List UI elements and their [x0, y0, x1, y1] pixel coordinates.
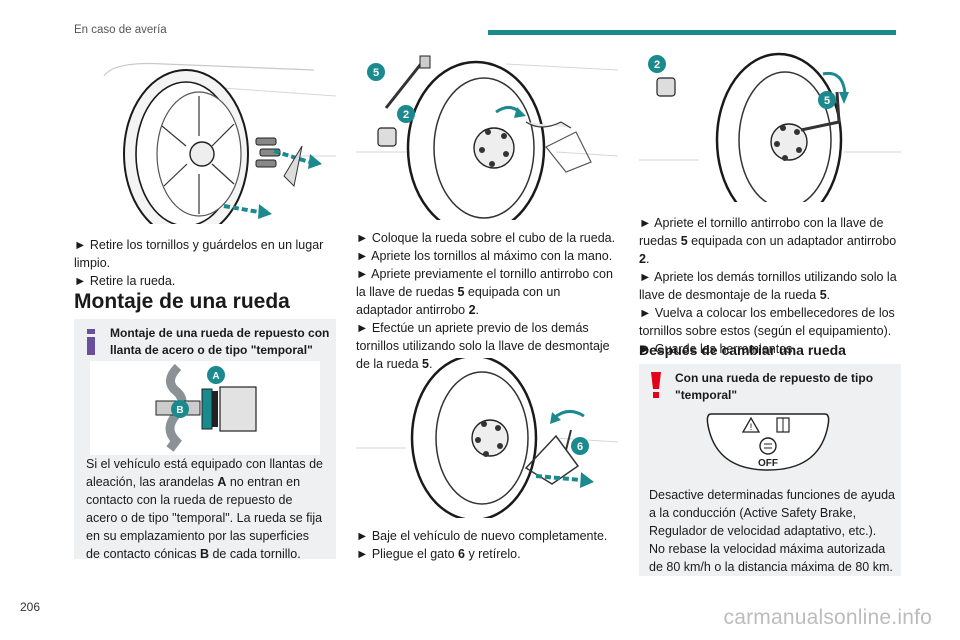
step-text: ► Retire la rueda. [74, 274, 176, 288]
callout-b: B [176, 405, 183, 416]
figure-tighten-bolts: 2 5 [639, 52, 901, 202]
step-text: ► Baje el vehículo de nuevo completament… [356, 529, 608, 543]
section-heading: Montaje de una rueda [74, 290, 290, 313]
step-text: ► Apriete el tornillo antirrobo con la l… [639, 216, 897, 266]
callout-2: 2 [403, 109, 409, 121]
info-icon [87, 329, 95, 355]
page-number: 206 [20, 600, 41, 614]
callout-2: 2 [654, 59, 660, 71]
running-header: En caso de avería [74, 24, 167, 36]
step-text: ► Apriete los tornillos al máximo con la… [356, 249, 613, 263]
figure-adas-off-button: ! OFF [706, 413, 830, 471]
col2-steps-b: ► Baje el vehículo de nuevo completament… [356, 527, 618, 563]
step-text: ► Efectúe un apriete previo de los demás… [356, 321, 610, 371]
figure-fit-wheel: 5 2 [356, 55, 618, 220]
callout-5: 5 [373, 67, 379, 79]
header-accent-bar [488, 30, 896, 35]
info-box: Montaje de una rueda de repuesto con lla… [74, 319, 336, 561]
figure-nut-washer: A B [90, 361, 320, 455]
figure-lower-jack: 6 [356, 358, 618, 518]
callout-5: 5 [824, 95, 830, 107]
warning-text: No rebase la velocidad máxima autorizada… [649, 542, 893, 574]
col3-steps: ► Apriete el tornillo antirrobo con la l… [639, 214, 901, 358]
step-text: ► Vuelva a colocar los embellecedores de… [639, 306, 895, 338]
step-text: ► Apriete previamente el tornillo antirr… [356, 267, 613, 317]
off-label: OFF [758, 458, 778, 469]
info-box-title: Montaje de una rueda de repuesto con lla… [110, 326, 330, 357]
col1-steps: ► Retire los tornillos y guárdelos en un… [74, 236, 336, 290]
watermark: carmanualsonline.info [723, 606, 932, 629]
step-text: ► Apriete los demás tornillos utilizando… [639, 270, 897, 302]
figure-remove-wheel [103, 62, 336, 224]
step-text: ► Pliegue el gato 6 y retírelo. [356, 547, 521, 561]
warning-box: Con una rueda de repuesto de tipo "tempo… [639, 364, 901, 576]
warning-icon [651, 372, 661, 398]
callout-6: 6 [577, 441, 583, 453]
section-subheading: Después de cambiar una rueda [639, 342, 846, 358]
step-text: ► Retire los tornillos y guárdelos en un… [74, 238, 324, 270]
warning-box-title: Con una rueda de repuesto de tipo "tempo… [675, 371, 874, 402]
info-box-text: Si el vehículo está equipado con llantas… [86, 457, 323, 561]
warning-text: Desactive determinadas funciones de ayud… [649, 488, 895, 538]
step-text: ► Coloque la rueda sobre el cubo de la r… [356, 231, 616, 245]
svg-text:!: ! [750, 422, 753, 432]
callout-a: A [212, 371, 219, 382]
step-text: ► Guarde las herramientas. [639, 342, 796, 356]
col2-steps-a: ► Coloque la rueda sobre el cubo de la r… [356, 229, 618, 373]
